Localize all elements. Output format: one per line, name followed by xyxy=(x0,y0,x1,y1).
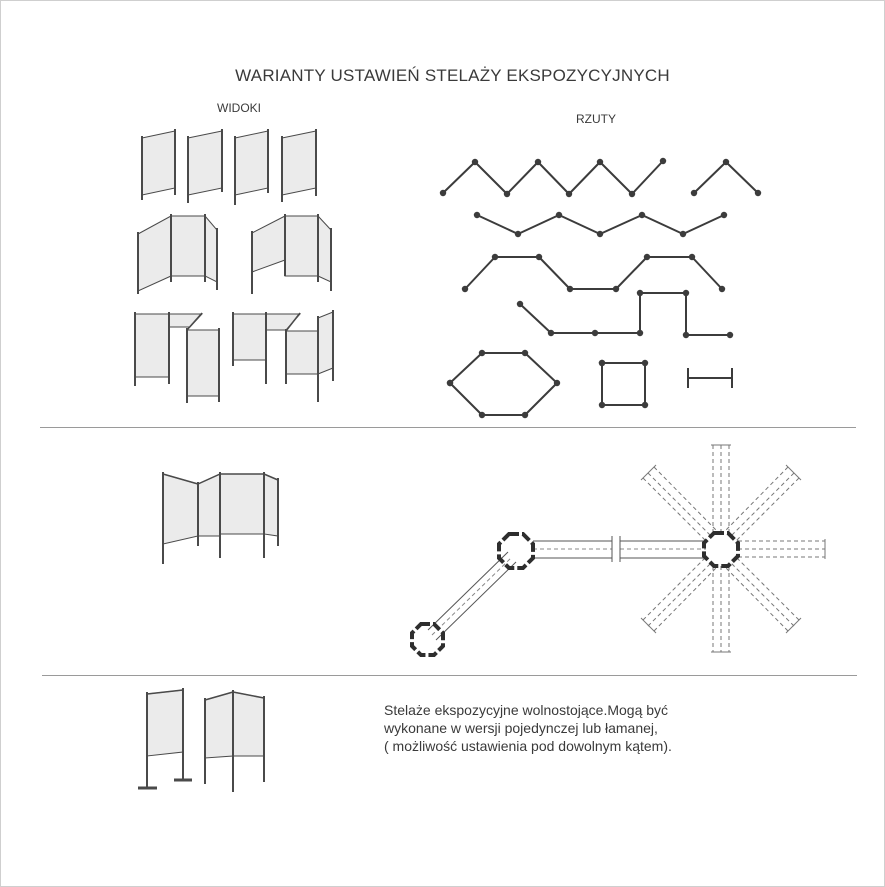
view-u-right xyxy=(251,214,332,294)
plan-zigzag-short xyxy=(690,158,762,197)
view-freestanding-single xyxy=(138,688,192,790)
octagon-connector-middle xyxy=(497,532,535,570)
view-offset-right xyxy=(232,310,334,402)
plan-trapezoid-chain xyxy=(461,253,726,293)
section-divider-top xyxy=(40,427,856,428)
description-text: Stelaże ekspozycyjne wolnostojące.Mogą b… xyxy=(384,701,744,755)
octagon-connector-small xyxy=(410,622,445,657)
page-title: WARIANTY USTAWIEŃ STELAŻY EKSPOZYCYJNYCH xyxy=(235,66,670,85)
description-line: ( możliwość ustawienia pod dowolnym kąte… xyxy=(384,738,672,754)
plan-single-panel xyxy=(687,368,733,388)
section-divider-bottom xyxy=(42,675,857,676)
plan-shapes xyxy=(439,157,762,415)
plan-hexagon xyxy=(450,353,557,415)
views-label: WIDOKI xyxy=(217,101,261,115)
description-line: wykonane w wersji pojedynczej lub łamane… xyxy=(384,720,658,736)
description-line: Stelaże ekspozycyjne wolnostojące.Mogą b… xyxy=(384,702,669,718)
view-u-left xyxy=(137,214,218,294)
plan-wave xyxy=(473,211,728,238)
octagon-connector-large xyxy=(702,531,740,568)
plans-label: RZUTY xyxy=(576,112,616,126)
view-offset-left xyxy=(134,312,220,403)
connector-plan xyxy=(427,444,826,653)
view-freestanding-folded xyxy=(204,690,265,792)
plan-zigzag-long xyxy=(439,157,667,198)
view-folded-stand xyxy=(162,472,279,564)
view-zigzag-row xyxy=(141,129,317,205)
plan-step-chain xyxy=(516,289,734,339)
plan-square xyxy=(602,363,645,405)
